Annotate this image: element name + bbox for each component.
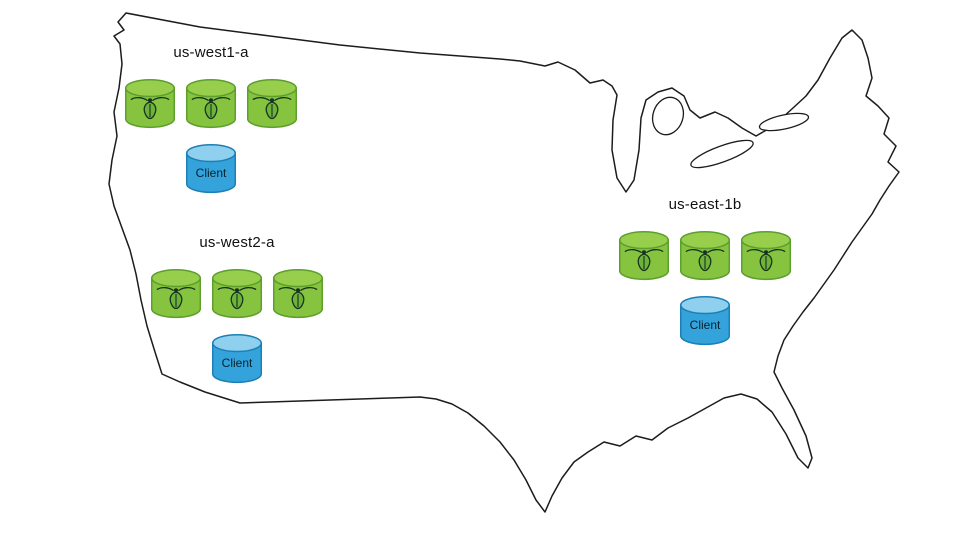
client-cylinder: Client <box>677 292 733 350</box>
node-row <box>148 265 326 323</box>
client-label: Client <box>221 356 253 370</box>
db-node-cylinder <box>616 227 672 285</box>
cockroach-icon <box>211 268 263 319</box>
db-node-cylinder <box>209 265 265 323</box>
lake-ontario-outline <box>758 112 810 132</box>
cockroach-icon <box>740 230 792 281</box>
region-label: us-west2-a <box>199 234 275 251</box>
cockroach-icon <box>679 230 731 281</box>
client-cylinder: Client <box>209 330 265 388</box>
cockroach-icon <box>185 78 237 129</box>
region-label: us-west1-a <box>173 44 249 61</box>
region-us-east-1b: us-east-1b Client <box>616 196 794 350</box>
lake-erie-outline <box>690 139 754 169</box>
cockroach-icon <box>618 230 670 281</box>
client-label: Client <box>689 318 721 332</box>
db-node-cylinder <box>122 75 178 133</box>
client-cylinder: Client <box>183 140 239 198</box>
node-row <box>122 75 300 133</box>
cockroach-icon <box>150 268 202 319</box>
db-node-cylinder <box>148 265 204 323</box>
node-row <box>616 227 794 285</box>
cockroach-icon <box>272 268 324 319</box>
cockroach-icon <box>124 78 176 129</box>
db-node-cylinder <box>244 75 300 133</box>
region-us-west1-a: us-west1-a Client <box>122 44 300 198</box>
client-label: Client <box>195 166 227 180</box>
db-node-cylinder <box>270 265 326 323</box>
db-node-cylinder <box>738 227 794 285</box>
db-node-cylinder <box>183 75 239 133</box>
lake-huron-outline <box>651 96 685 136</box>
region-label: us-east-1b <box>668 196 742 213</box>
db-node-cylinder <box>677 227 733 285</box>
cockroach-icon <box>246 78 298 129</box>
us-map-outline <box>108 12 900 513</box>
region-us-west2-a: us-west2-a Client <box>148 234 326 388</box>
